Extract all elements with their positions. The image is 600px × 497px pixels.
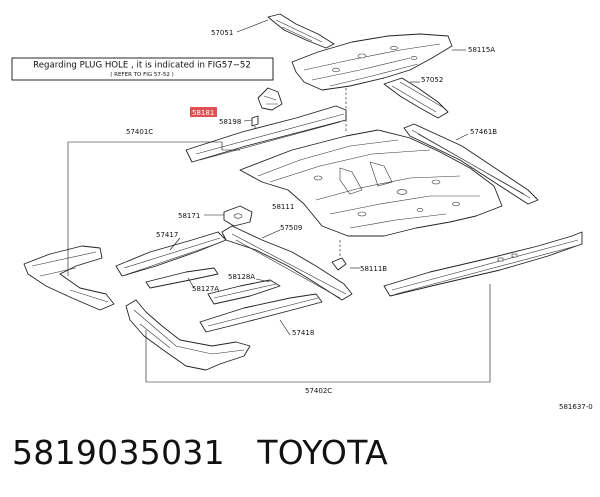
label-57401c: 57401C	[126, 128, 153, 136]
part-58111b-rocker-shape	[383, 231, 583, 297]
part-58128a-shape	[207, 279, 281, 305]
label-58111: 58111	[272, 203, 294, 211]
label-58198: 58198	[219, 118, 241, 126]
label-58181-highlight	[190, 107, 217, 117]
clip-58111b-shape	[331, 257, 347, 271]
label-57051: 57051	[211, 29, 233, 37]
label-57418: 57418	[292, 329, 314, 337]
part-57417-shape	[115, 231, 227, 277]
figure-code: 581637-0	[559, 403, 593, 411]
part-57509-member-shape	[221, 225, 353, 301]
part-caption: 5819035031 TOYOTA	[12, 433, 388, 472]
label-57417: 57417	[156, 231, 178, 239]
caption-part-number: 5819035031	[12, 433, 225, 472]
part-57052-shape	[383, 77, 449, 119]
label-57402c: 57402C	[305, 387, 332, 395]
label-57052: 57052	[421, 76, 443, 84]
label-58181: 58181	[192, 109, 214, 117]
label-58171: 58171	[178, 212, 200, 220]
label-57509: 57509	[280, 224, 302, 232]
parts-diagram: Regarding PLUG HOLE , it is indicated in…	[11, 13, 593, 411]
leader-lines	[67, 19, 491, 383]
part-57418-shape	[199, 293, 323, 333]
part-58111-floor-shape	[239, 129, 503, 237]
label-58115a: 58115A	[468, 46, 495, 54]
label-57461b: 57461B	[470, 128, 497, 136]
plug-hole-note: Regarding PLUG HOLE , it is indicated in…	[11, 57, 274, 81]
label-58128a: 58128A	[228, 273, 255, 281]
label-58127a: 58127A	[192, 285, 219, 293]
part-57401c-left-shape	[23, 245, 115, 311]
label-58111b: 58111B	[360, 265, 387, 273]
part-57461b-rail-shape	[403, 123, 539, 205]
caption-brand: TOYOTA	[257, 433, 388, 472]
part-58127a-shape	[145, 267, 219, 289]
part-57402c-lower-shape	[125, 299, 251, 371]
note-line-2: ( REFER TO FIG 57-52 )	[110, 72, 174, 78]
part-58171-plate-shape	[223, 205, 253, 227]
part-57051-shape	[267, 13, 335, 49]
note-line-1: Regarding PLUG HOLE , it is indicated in…	[33, 61, 251, 71]
part-58115a-shape	[291, 33, 453, 91]
part-58181-bracket-shape	[251, 87, 283, 130]
